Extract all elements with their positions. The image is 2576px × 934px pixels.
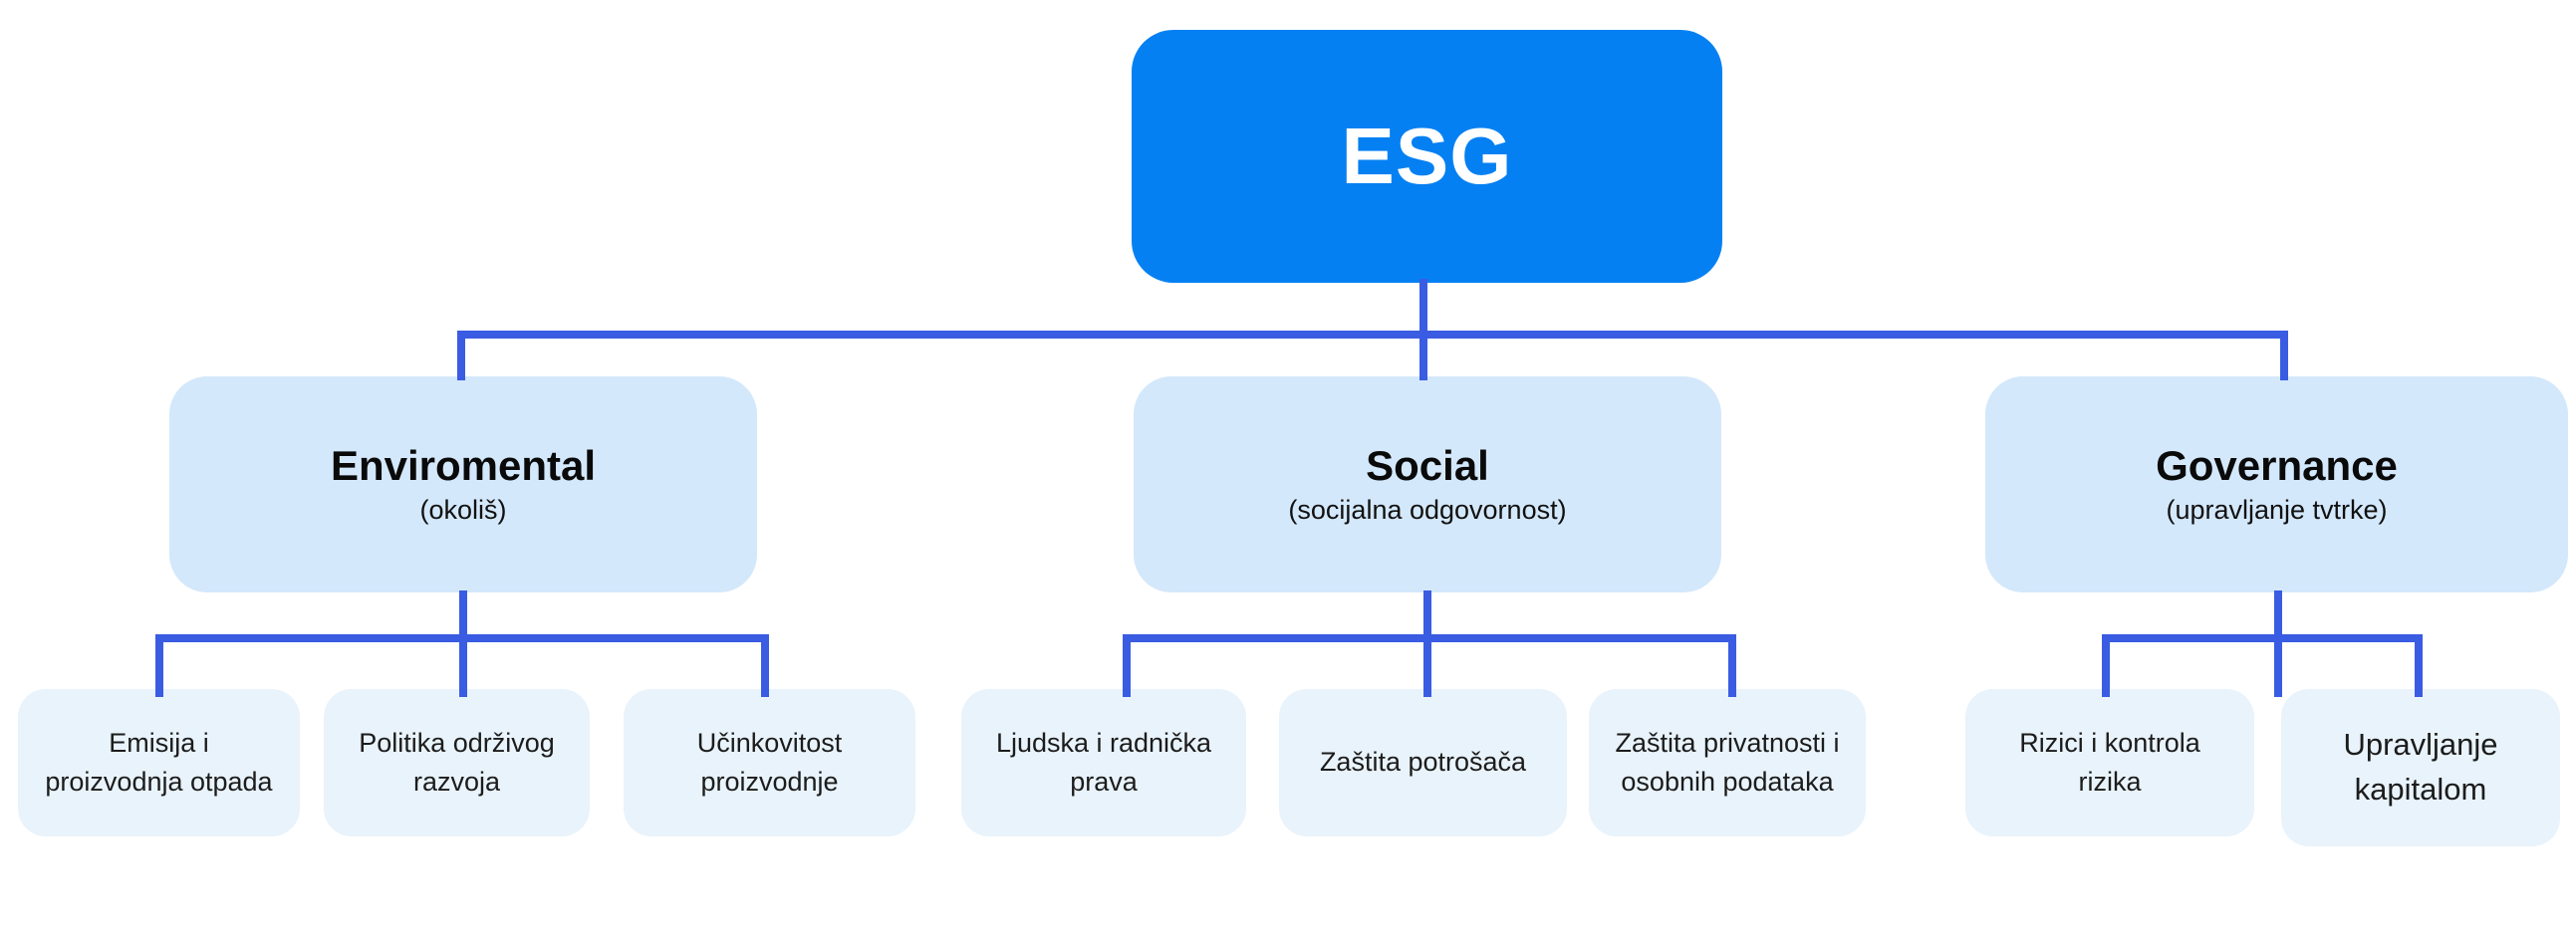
leaf-label: Upravljanje kapitalom xyxy=(2343,723,2497,813)
leaf-label-line: proizvodnja otpada xyxy=(45,767,273,797)
leaf-label: Ljudska i radnička prava xyxy=(996,724,1211,802)
leaf-node-rizici-i-kontrola-rizika: Rizici i kontrola rizika xyxy=(1965,689,2254,836)
branch-node-social: Social (socijalna odgovornost) xyxy=(1134,376,1721,592)
leaf-label-line: prava xyxy=(1070,767,1138,797)
branch-title: Enviromental xyxy=(330,441,597,489)
leaf-label-line: Zaštita privatnosti i xyxy=(1615,727,1840,758)
connector-level1-rail xyxy=(457,331,2288,380)
leaf-label-line: Politika održivog xyxy=(359,727,555,758)
branch-subtitle: (upravljanje tvtrke) xyxy=(2166,494,2388,525)
leaf-label: Zaštita potrošača xyxy=(1320,743,1526,782)
branch-node-environmental: Enviromental (okoliš) xyxy=(169,376,757,592)
leaf-label-line: Emisija i xyxy=(109,727,209,758)
leaf-node-ljudska-i-radnicka-prava: Ljudska i radnička prava xyxy=(961,689,1246,836)
root-label: ESG xyxy=(1341,112,1513,200)
leaf-label: Politika održivog razvoja xyxy=(359,724,555,802)
leaf-label-line: kapitalom xyxy=(2354,772,2487,807)
leaf-label-line: osobnih podataka xyxy=(1621,767,1834,797)
root-node-esg: ESG xyxy=(1132,30,1722,283)
leaf-node-zastita-privatnosti-i-osobnih-podataka: Zaštita privatnosti i osobnih podataka xyxy=(1589,689,1866,836)
leaf-label-line: Upravljanje xyxy=(2343,727,2498,763)
leaf-label-line: Učinkovitost xyxy=(696,727,843,758)
leaf-label: Zaštita privatnosti i osobnih podataka xyxy=(1615,724,1839,802)
leaf-label: Učinkovitost proizvodnje xyxy=(697,724,843,802)
leaf-label-line: Ljudska i radnička xyxy=(995,727,1212,758)
leaf-node-politika-odrzivog-razvoja: Politika održivog razvoja xyxy=(324,689,590,836)
leaf-node-zastita-potrosaca: Zaštita potrošača xyxy=(1279,689,1567,836)
branch-title: Governance xyxy=(2156,441,2398,489)
leaf-label-line: rizika xyxy=(2078,767,2142,797)
leaf-node-ucinkovitost-proizvodnje: Učinkovitost proizvodnje xyxy=(624,689,915,836)
branch-node-governance: Governance (upravljanje tvtrke) xyxy=(1985,376,2568,592)
branch-title: Social xyxy=(1366,441,1489,489)
leaf-label-line: razvoja xyxy=(412,767,501,797)
leaf-node-emisija-i-proizvodnja-otpada: Emisija i proizvodnja otpada xyxy=(18,689,300,836)
leaf-label: Emisija i proizvodnja otpada xyxy=(45,724,272,802)
leaf-label-line: Zaštita potrošača xyxy=(1319,747,1527,778)
branch-subtitle: (socijalna odgovornost) xyxy=(1288,494,1567,525)
leaf-label-line: Rizici i kontrola xyxy=(2019,727,2200,758)
leaf-label-line: proizvodnje xyxy=(700,767,839,797)
leaf-label: Rizici i kontrola rizika xyxy=(2019,724,2200,802)
branch-subtitle: (okoliš) xyxy=(419,494,507,525)
leaf-node-upravljanje-kapitalom: Upravljanje kapitalom xyxy=(2281,689,2560,846)
